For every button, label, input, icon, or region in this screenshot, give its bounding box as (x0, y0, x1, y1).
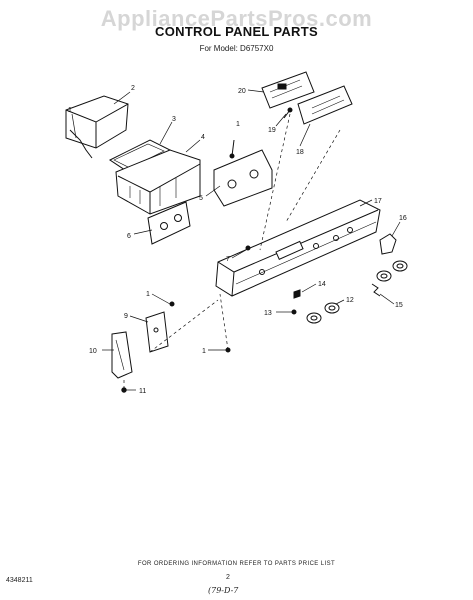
callout-label: 1 (202, 348, 206, 355)
callout-label: 14 (318, 281, 326, 288)
document-number: 4348211 (6, 577, 33, 584)
callout-label: 4 (201, 134, 205, 141)
part-screw-13 (291, 309, 297, 315)
callout-label: 19 (268, 127, 276, 134)
site-watermark: AppliancePartsPros.com (100, 6, 373, 31)
callout-label: 16 (399, 215, 407, 222)
handwritten-code: (79-D-7 (208, 586, 239, 595)
callout-label: 13 (264, 310, 272, 317)
assembly-lines (123, 113, 341, 388)
part-clock-board-20 (261, 71, 315, 109)
callout-label: 11 (139, 388, 146, 395)
part-console-panel-17 (215, 199, 381, 297)
part-end-cap-10 (111, 331, 133, 379)
callout-label: 7 (226, 256, 230, 263)
page-number: 2 (226, 574, 230, 581)
callout-label: 12 (346, 297, 354, 304)
callout-label: 1 (68, 107, 72, 114)
part-knob-set (306, 260, 408, 324)
callout-label: 6 (127, 233, 131, 240)
diagram-title: CONTROL PANEL PARTS (155, 24, 318, 39)
part-knob-16 (379, 233, 397, 255)
callout-label: 2 (131, 85, 135, 92)
callout-labels: 1 2 3 4 1 5 6 20 19 18 17 16 7 14 12 15 … (68, 85, 407, 395)
part-bracket-9 (145, 311, 169, 353)
part-bracket-5 (213, 139, 273, 207)
part-bracket-4 (115, 149, 201, 215)
callout-label: 3 (172, 116, 176, 123)
callout-label: 10 (89, 348, 97, 355)
part-screw-19 (283, 107, 293, 119)
callout-label: 15 (395, 302, 403, 309)
part-cover-2 (65, 95, 129, 159)
part-screw-11 (121, 387, 127, 393)
callout-label: 9 (124, 313, 128, 320)
callout-label: 1 (146, 291, 150, 298)
part-plate-6 (147, 201, 191, 245)
model-subtitle: For Model: D6757X0 (199, 44, 274, 53)
callout-label: 20 (238, 88, 246, 95)
ordering-note: FOR ORDERING INFORMATION REFER TO PARTS … (137, 561, 336, 567)
callout-label: 1 (236, 121, 240, 128)
callout-label: 5 (199, 195, 203, 202)
callout-label: 17 (374, 198, 382, 205)
part-spring-15 (371, 283, 381, 297)
callout-label: 18 (296, 149, 304, 156)
part-clip-14 (293, 289, 301, 299)
leader-lines (71, 89, 401, 391)
part-overlay-18 (297, 85, 353, 125)
